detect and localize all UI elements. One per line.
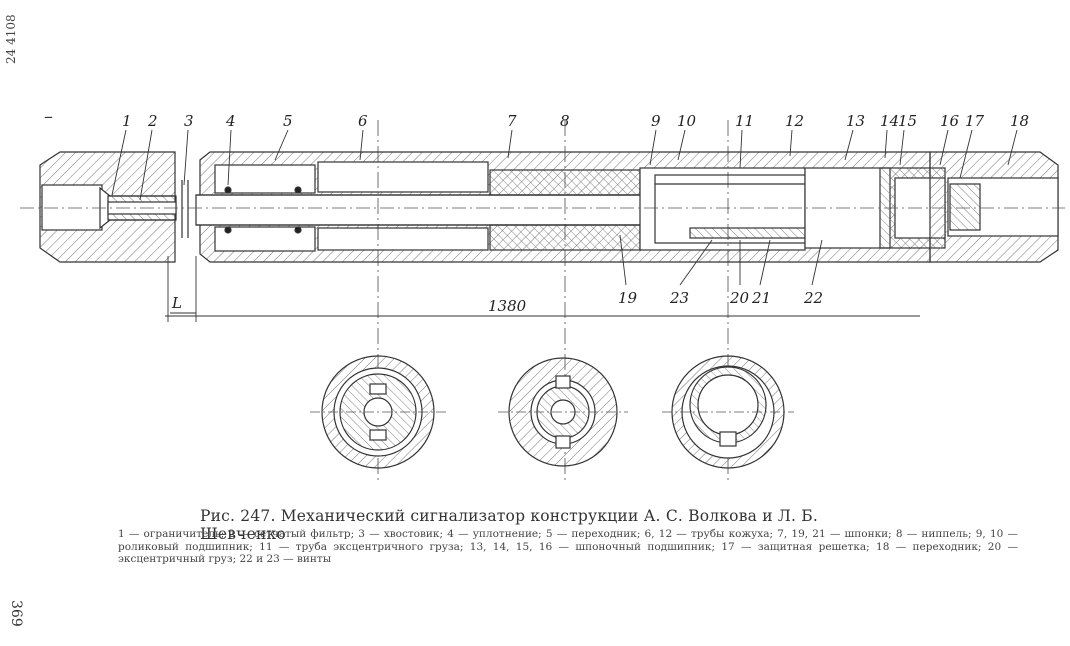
label-12: 12 bbox=[785, 112, 804, 130]
label-4: 4 bbox=[225, 112, 236, 130]
dimension-1380 bbox=[165, 256, 920, 322]
label-8: 8 bbox=[560, 112, 570, 130]
label-19: 19 bbox=[618, 289, 638, 307]
label-17: 17 bbox=[965, 112, 985, 130]
label-21: 21 bbox=[751, 289, 771, 307]
label-13: 13 bbox=[846, 112, 865, 130]
dimension-length-label: 1380 bbox=[488, 297, 527, 315]
label-23: 23 bbox=[669, 289, 689, 307]
page-number: 369 bbox=[8, 600, 24, 627]
label-16: 16 bbox=[940, 112, 960, 130]
label-9: 9 bbox=[651, 112, 661, 130]
label-1: 1 bbox=[122, 112, 132, 130]
label-15: 15 bbox=[898, 112, 917, 130]
label-22: 22 bbox=[803, 289, 823, 307]
label-6: 6 bbox=[358, 112, 368, 130]
label-11: 11 bbox=[735, 112, 754, 130]
label-18: 18 bbox=[1010, 112, 1029, 130]
figure-title: Рис. 247. Механический сигнализатор конс… bbox=[200, 507, 818, 543]
bottom-callouts: 19 23 20 21 22 L 1380 bbox=[171, 289, 823, 315]
cross-section-left bbox=[310, 355, 446, 469]
label-20: 20 bbox=[729, 289, 750, 307]
figure-legend: 1 — ограничитель; 2 — сетчатый фильтр; 3… bbox=[118, 528, 1018, 565]
label-2: 2 bbox=[147, 112, 158, 130]
top-callouts: 1 2 3 4 5 6 7 8 9 10 11 12 13 14 15 16 1… bbox=[122, 112, 1029, 130]
cross-section-middle bbox=[498, 357, 628, 467]
label-14: 14 bbox=[880, 112, 899, 130]
dash-mark: – bbox=[44, 106, 53, 127]
label-3: 3 bbox=[184, 112, 194, 130]
assembly-section bbox=[20, 151, 1065, 263]
label-7: 7 bbox=[507, 112, 517, 130]
label-10: 10 bbox=[677, 112, 697, 130]
cross-section-right bbox=[662, 355, 794, 469]
label-5: 5 bbox=[283, 112, 293, 130]
dimension-l-label: L bbox=[171, 294, 182, 312]
